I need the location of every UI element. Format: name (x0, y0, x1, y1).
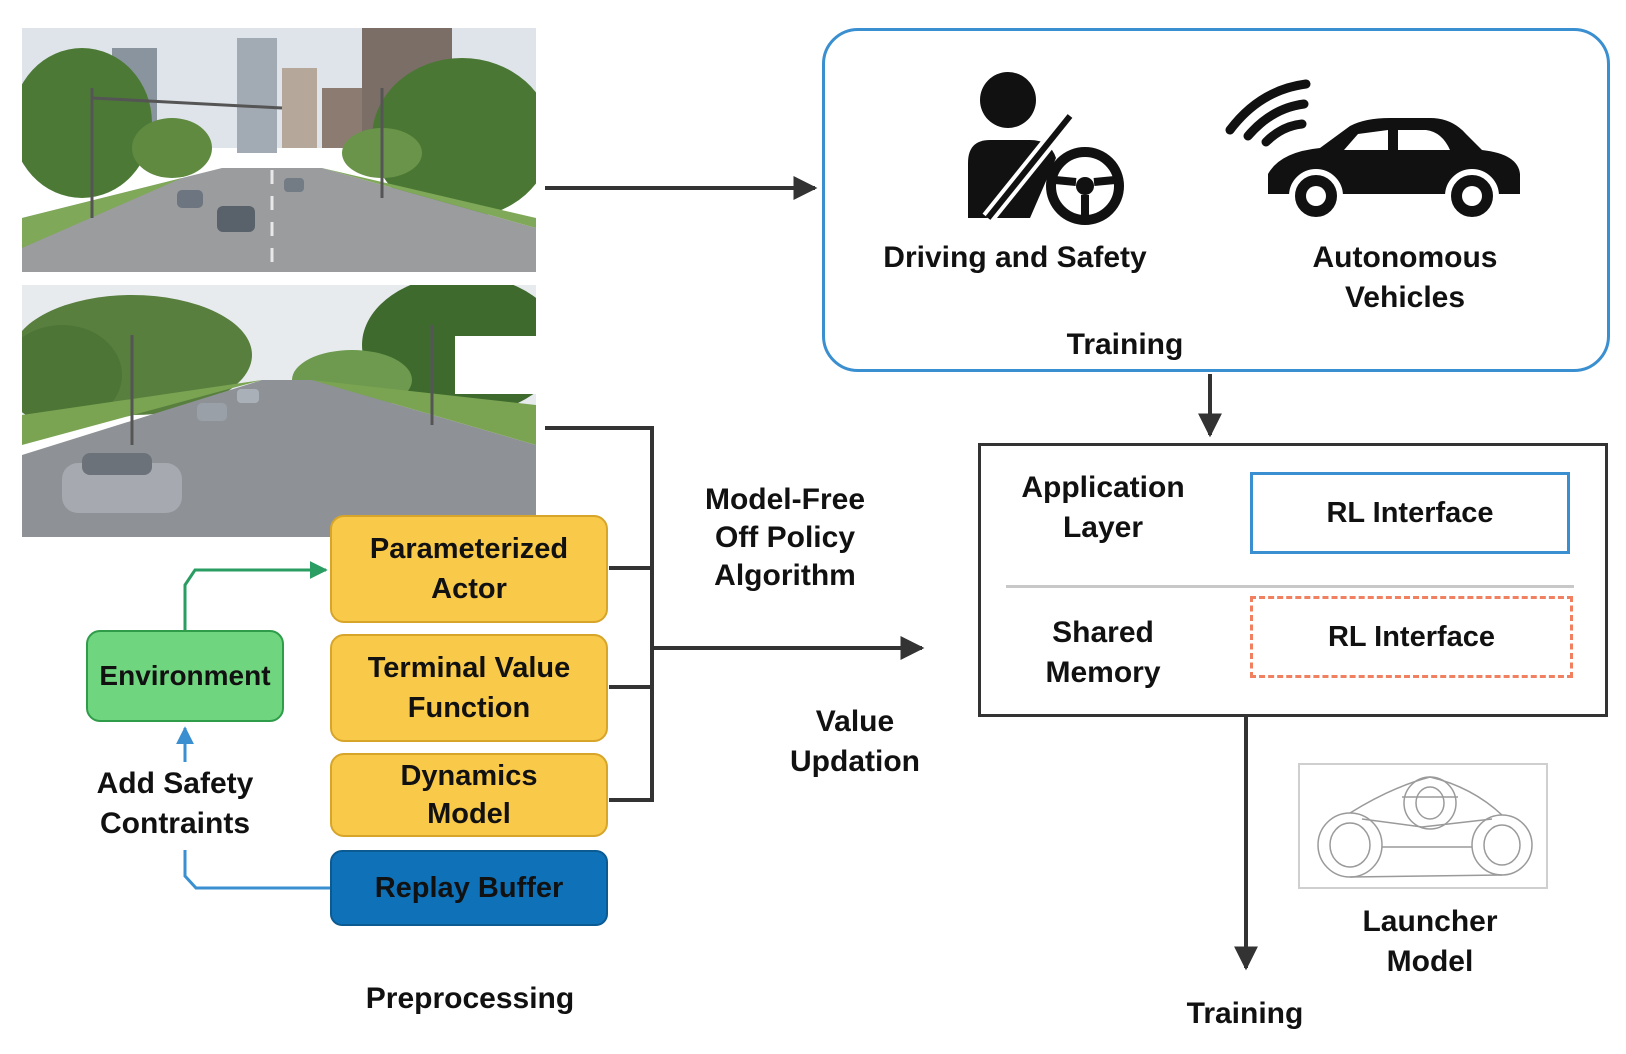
bracket-line (545, 426, 654, 802)
connected-car-wifi-icon (1225, 79, 1520, 223)
rl-interface-top-label: RL Interface (1326, 496, 1494, 529)
terminal-value-box: Terminal Value Function (330, 634, 608, 742)
model-free-label: Model-Free Off Policy Algorithm (704, 483, 866, 592)
shared-memory-label: Shared Memory (1045, 616, 1161, 689)
training-bottom-label: Training (1186, 997, 1304, 1030)
layer-divider (1006, 585, 1574, 588)
driving-safety-label: Driving and Safety (883, 241, 1147, 274)
autonomous-vehicles-label: Autonomous Vehicles (1312, 241, 1498, 314)
vehicle-wireframe-icon (1317, 776, 1533, 878)
street-photo-top (22, 28, 536, 272)
street-photo-bottom (22, 285, 536, 537)
arrow-env-to-actor (183, 561, 328, 630)
replay-buffer-label: Replay Buffer (374, 871, 564, 904)
environment-label: Environment (99, 660, 271, 691)
environment-box: Environment (86, 630, 284, 722)
replay-buffer-box: Replay Buffer (330, 850, 608, 926)
training-box (822, 28, 1610, 372)
dynamics-model-box: Dynamics Model (330, 753, 608, 837)
application-layer-label: Application Layer (1021, 471, 1185, 544)
arrow-replay-to-safety (183, 850, 330, 890)
rl-interface-bottom-label: RL Interface (1327, 620, 1496, 653)
safety-constraints-label: Add Safety Contraints (96, 767, 254, 840)
system-box (978, 443, 1608, 717)
blank-label-area (455, 336, 860, 394)
value-updation-label: Value Updation (790, 705, 920, 778)
driver-seatbelt-steering-icon (968, 72, 1124, 225)
parameterized-actor-box: Parameterized Actor (330, 515, 608, 623)
preprocessing-label: Preprocessing (365, 982, 575, 1015)
launcher-model-label: Launcher Model (1362, 905, 1498, 978)
rl-interface-bottom-box: RL Interface (1250, 596, 1573, 678)
training-title: Training (1066, 328, 1184, 361)
rl-interface-top-box: RL Interface (1250, 472, 1570, 554)
